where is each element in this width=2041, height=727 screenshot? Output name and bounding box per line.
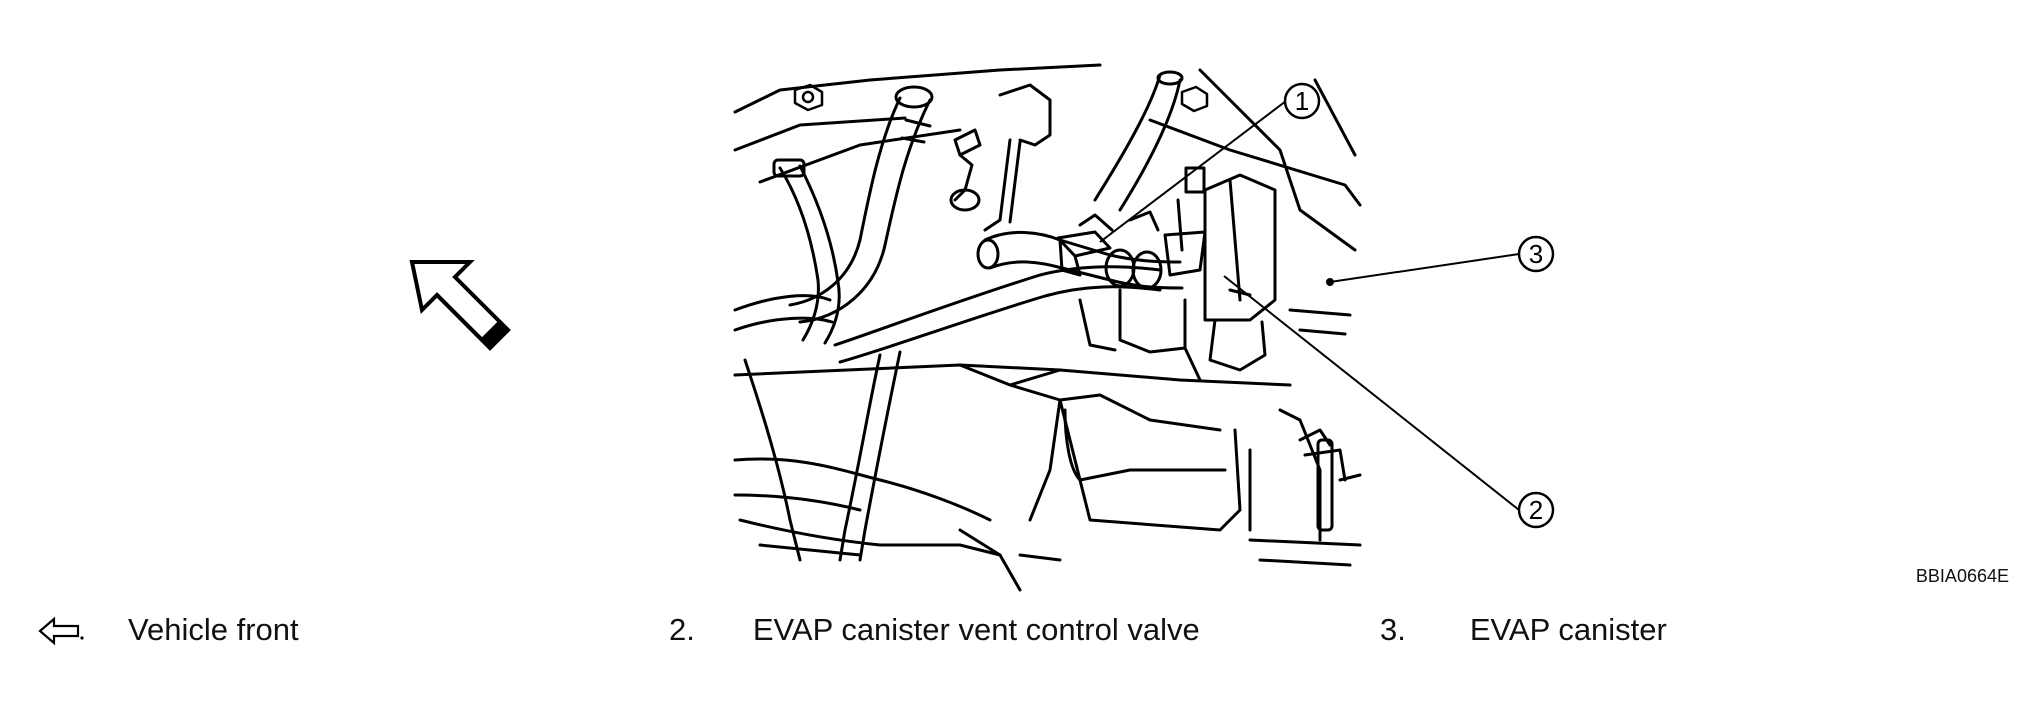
callout-3: 3 bbox=[1517, 235, 1555, 273]
callout-2: 2 bbox=[1517, 491, 1555, 529]
legend-item-2: 2. EVAP canister vent control valve bbox=[669, 610, 1200, 650]
legend-item-3-label: EVAP canister bbox=[1469, 612, 1667, 647]
callout-leaders bbox=[1099, 100, 1520, 511]
legend: Vehicle front 2. EVAP canister vent contr… bbox=[0, 610, 2041, 670]
legend-item-3: 3. EVAP canister bbox=[1380, 610, 1667, 650]
callout-1: 1 bbox=[1283, 82, 1321, 120]
legend-vehicle-front-label: Vehicle front bbox=[128, 612, 299, 647]
component-location-diagram: 1 3 2 bbox=[409, 63, 1555, 592]
engine-compartment-illustration bbox=[733, 63, 1362, 592]
legend-item-2-label: EVAP canister vent control valve bbox=[752, 612, 1200, 647]
arrow-left-icon bbox=[38, 616, 84, 646]
vehicle-front-arrow-icon bbox=[409, 260, 511, 351]
legend-item-3-number: 3. bbox=[1380, 612, 1406, 647]
svg-text:3: 3 bbox=[1529, 239, 1543, 269]
svg-text:2: 2 bbox=[1529, 495, 1543, 525]
figure-code: BBIA0664E bbox=[1915, 566, 2009, 586]
legend-vehicle-front: Vehicle front bbox=[38, 610, 299, 650]
svg-text:1: 1 bbox=[1295, 86, 1309, 116]
legend-item-2-number: 2. bbox=[669, 612, 695, 647]
